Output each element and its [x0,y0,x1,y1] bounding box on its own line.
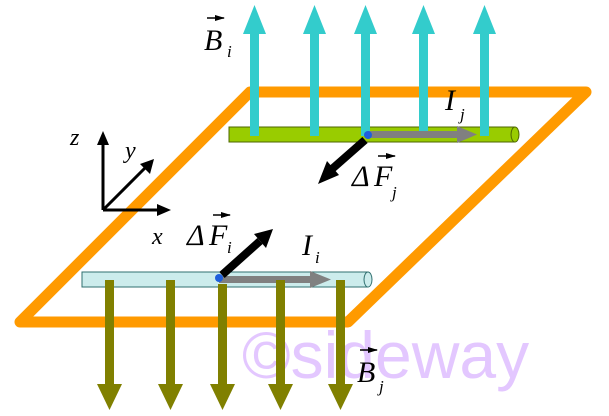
label-dF-j-sub: j [390,183,397,202]
label-B-j: B j [357,347,384,396]
current-arrow-I-j [368,126,477,143]
contact-dot-i [215,274,223,282]
label-I-i-main: I [301,229,314,262]
contact-dot-j [364,131,372,139]
field-arrow-down [328,280,353,410]
label-dF-i-main: F [208,219,228,252]
label-dF-j-delta: Δ [351,160,370,193]
label-B-i-main: B [204,24,222,57]
axis-z-label: z [69,125,80,151]
label-dF-i-delta: Δ [186,219,205,252]
xyz-axes-icon [97,131,171,216]
field-arrows-B-j [97,280,353,410]
label-I-j-sub: j [458,105,465,124]
field-arrow-up [303,5,326,136]
axis-x-label: x [151,224,163,250]
label-dF-j-main: F [373,160,393,193]
force-arrow-dF-j [318,136,368,184]
label-B-i: B i [204,15,232,61]
force-arrow-dF-i [219,229,273,278]
field-arrow-down [97,280,122,410]
field-arrow-up [412,5,435,136]
label-I-j-main: I [444,84,457,117]
field-arrow-down [158,280,183,410]
field-arrow-up [354,5,377,136]
watermark-text: ©sideway [242,318,529,392]
label-B-i-sub: i [227,42,232,61]
label-B-j-main: B [357,356,375,389]
field-arrows-B-i [243,5,496,136]
label-dF-j: Δ F j [351,153,397,202]
label-I-i-sub: i [315,248,320,267]
label-I-j: I j [444,84,465,124]
label-dF-i: Δ F i [186,212,232,257]
label-dF-i-sub: i [227,238,232,257]
field-arrow-up [473,5,496,136]
plane-outline [14,86,592,328]
label-B-j-sub: j [377,377,384,396]
field-arrow-down [268,280,293,410]
label-I-i: I i [301,229,320,267]
field-arrow-up [243,5,266,136]
current-arrow-I-i [219,271,331,288]
field-arrow-down [210,284,235,410]
axis-y-label: y [123,138,136,164]
